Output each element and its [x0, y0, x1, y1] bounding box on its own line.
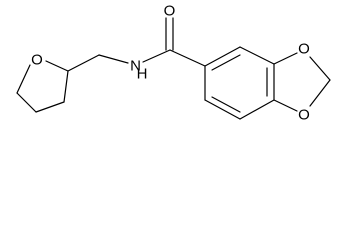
- bond-ring-o-to-c2: [45, 60, 69, 72]
- bond-benzene-2: [239, 46, 275, 65]
- bond-dioxole-c-to-o-top: [273, 52, 298, 65]
- bond-lines: [16, 17, 331, 120]
- bond-c5-to-ring-o: [16, 64, 31, 94]
- bond-o-top-to-ch2: [309, 56, 331, 81]
- dioxole-top-oxygen-label: O: [298, 41, 310, 58]
- bond-c2-to-ch2: [67, 54, 100, 72]
- bond-benzene-inner-3: [211, 96, 241, 113]
- carbonyl-oxygen-label: O: [164, 3, 176, 20]
- bond-benzene-1: [204, 46, 241, 67]
- bond-o-bottom-to-c: [273, 99, 298, 112]
- tetrahydrofuran-oxygen-label: O: [31, 52, 43, 69]
- tetrahydrofuran-ring: [16, 60, 69, 113]
- bond-c2-to-c3: [63, 70, 69, 103]
- bond-carbonyl-c-to-ring: [169, 49, 206, 67]
- bond-ch2-to-o-bottom: [309, 79, 331, 107]
- amide-nitrogen-label: N: [130, 58, 141, 75]
- bond-n-to-carbonyl-c: [142, 49, 171, 63]
- bond-ch2-to-n: [98, 54, 129, 64]
- bond-benzene-4: [239, 99, 275, 120]
- bond-c4-to-c5: [16, 92, 37, 113]
- bond-c3-to-c4: [35, 101, 65, 113]
- dioxole-ring: [273, 52, 331, 112]
- bond-benzene-5: [204, 99, 241, 120]
- benzene-ring: [204, 46, 275, 120]
- dioxole-bottom-oxygen-label: O: [298, 107, 310, 124]
- amide-hydrogen-label: H: [137, 66, 148, 83]
- structure-drawing: O N H O O O: [16, 3, 331, 124]
- chemical-structure: O N H O O O: [16, 2, 331, 124]
- bond-benzene-inner-1: [211, 54, 241, 71]
